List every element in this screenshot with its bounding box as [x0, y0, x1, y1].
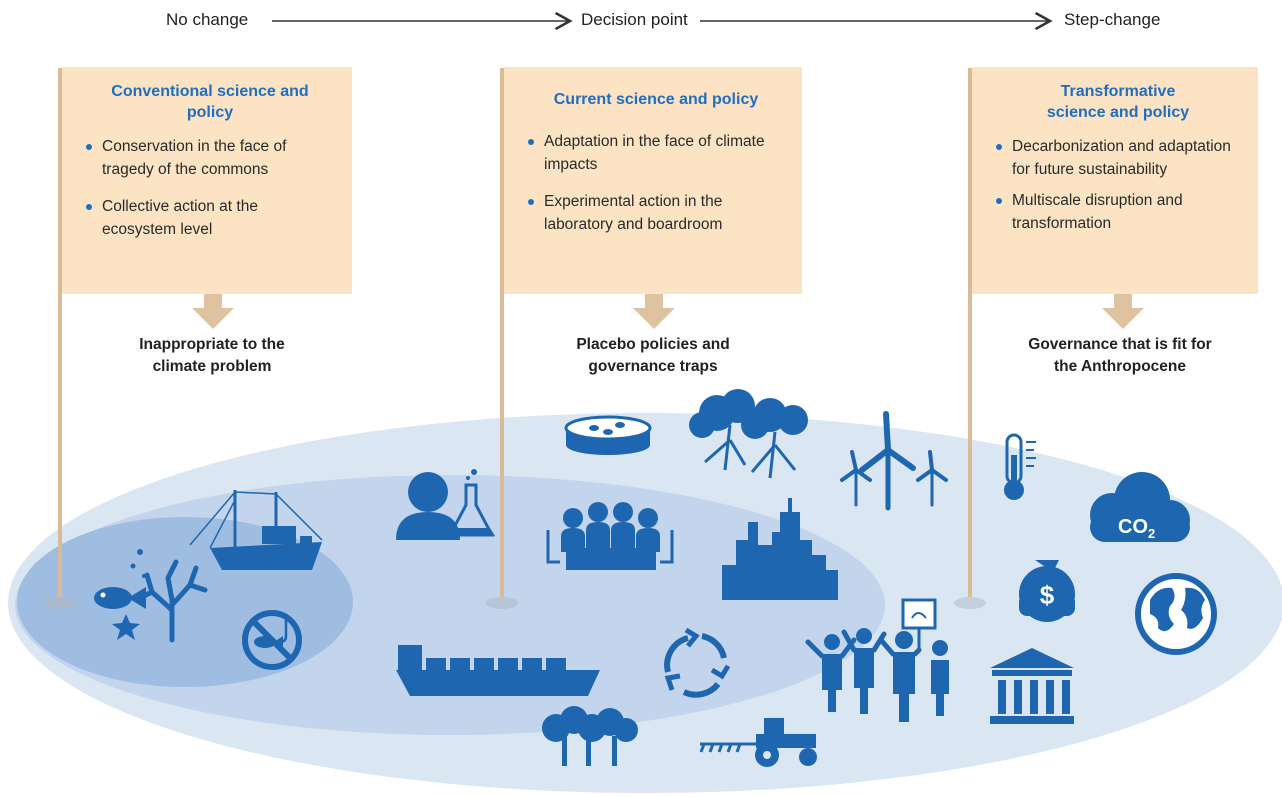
- fishing-boat-icon: [189, 490, 323, 570]
- outcome-current: Placebo policies and governance traps: [576, 336, 730, 375]
- panel-conventional: Conventional science and policy Conserva…: [62, 67, 352, 294]
- panel-current: Current science and policy Adaptation in…: [504, 67, 802, 294]
- stage-step-change: Step-change: [1064, 10, 1161, 29]
- down-arrow-right: [1102, 294, 1144, 329]
- stage-decision-point: Decision point: [581, 10, 688, 29]
- bullet-item: Decarbonization and adaptation for futur…: [996, 135, 1240, 181]
- bullet-item: Experimental action in the laboratory an…: [528, 190, 784, 236]
- aquarium-icon: [564, 415, 652, 455]
- panel-transformative: Transformative science and policy Decarb…: [972, 67, 1258, 294]
- bullet-item: Multiscale disruption and transformation: [996, 189, 1240, 235]
- panel-bullets: Decarbonization and adaptation for futur…: [996, 135, 1240, 235]
- flag-pole-right: [954, 68, 986, 609]
- thermometer-icon: [1004, 433, 1036, 500]
- bullet-item: Adaptation in the face of climate impact…: [528, 130, 784, 176]
- panel-title: Transformative science and policy: [1046, 83, 1190, 121]
- recycle-icon: [664, 627, 731, 698]
- meeting-icon: [546, 502, 674, 570]
- bullet-item: Collective action at the ecosystem level: [86, 195, 334, 241]
- outcome-transformative: Governance that is fit for the Anthropoc…: [1028, 336, 1212, 375]
- trees-icon: [542, 706, 638, 766]
- bank-icon: [990, 648, 1074, 724]
- stage-no-change: No change: [166, 10, 249, 29]
- co2-cloud-icon: [1090, 472, 1190, 542]
- money-bag-icon: [1019, 560, 1075, 622]
- panel-title: Conventional science and policy: [111, 83, 309, 121]
- down-arrow-middle: [633, 294, 675, 329]
- cargo-ship-icon: [396, 645, 600, 696]
- panel-title: Current science and policy: [553, 91, 759, 108]
- globe-icon: [1135, 573, 1217, 655]
- down-arrow-left: [192, 294, 234, 329]
- co2-subscript: 2: [1148, 526, 1155, 541]
- flag-pole-left: [44, 68, 76, 609]
- dollar-sign: $: [1040, 580, 1055, 610]
- no-fishing-icon: [242, 610, 302, 670]
- mangrove-icon: [689, 389, 808, 479]
- co2-label: CO2: [1118, 516, 1155, 541]
- panel-bullets: Adaptation in the face of climate impact…: [528, 130, 784, 236]
- protest-icon: [805, 598, 949, 722]
- wind-turbine-icon: [840, 411, 948, 511]
- bullet-item: Conservation in the face of tragedy of t…: [86, 135, 334, 181]
- outcome-conventional: Inappropriate to the climate problem: [139, 336, 285, 375]
- city-skyline-icon: [722, 498, 838, 600]
- starfish-icon: [112, 614, 140, 640]
- scientist-icon: [396, 469, 495, 540]
- coral-icon: [137, 559, 208, 643]
- panel-bullets: Conservation in the face of tragedy of t…: [86, 135, 334, 241]
- tractor-icon: [699, 718, 817, 767]
- flag-pole-middle: [486, 68, 518, 609]
